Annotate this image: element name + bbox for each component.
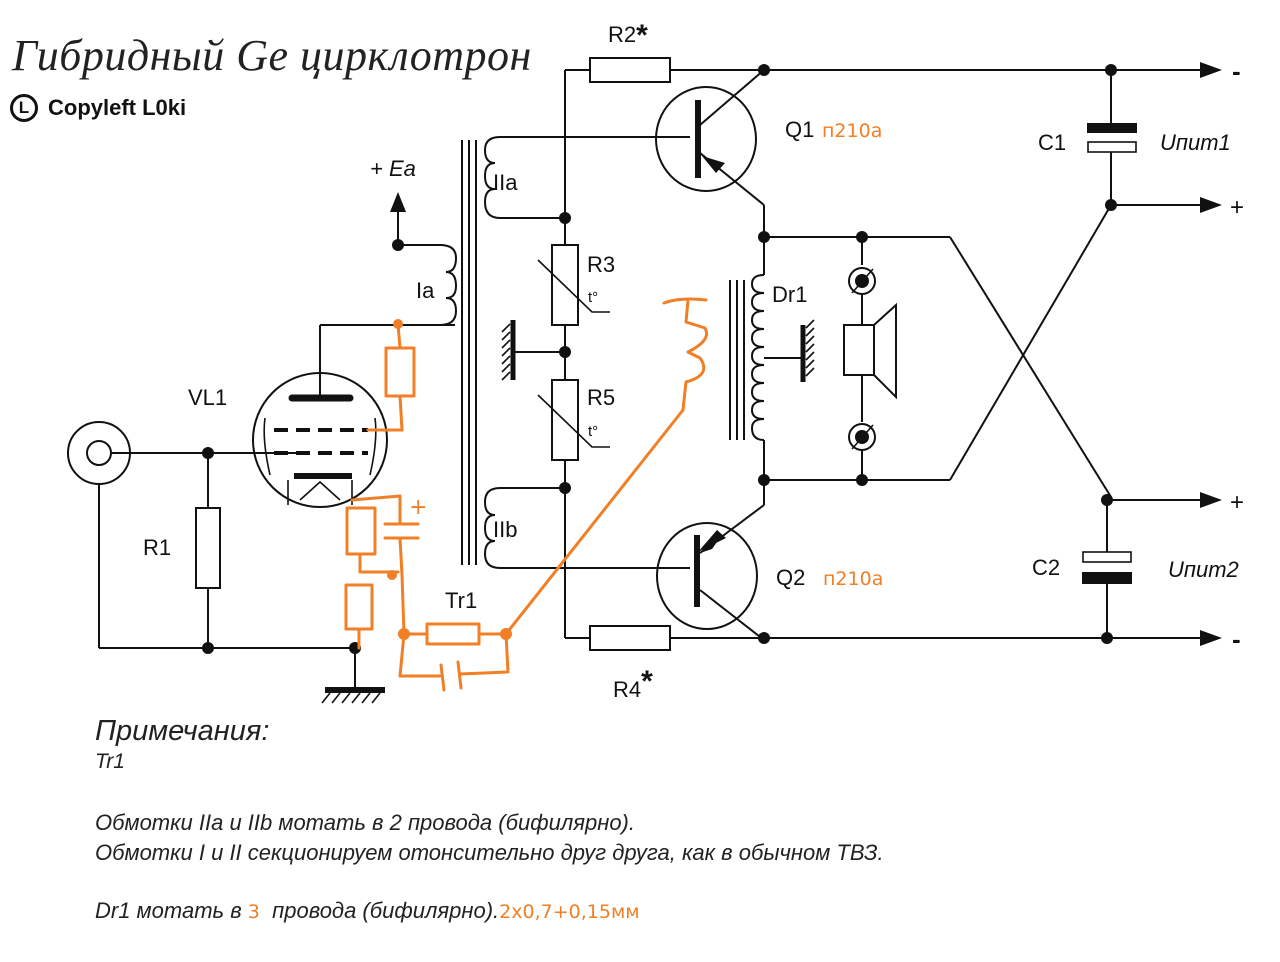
label-ia: Ia bbox=[416, 278, 435, 303]
label-q2-type: п210а bbox=[823, 568, 883, 590]
label-upit2-minus: - bbox=[1232, 624, 1241, 654]
label-iia: IIa bbox=[493, 170, 518, 195]
label-r1: R1 bbox=[143, 535, 171, 560]
thermistor-r3 bbox=[537, 244, 610, 326]
note-line-3-wire: 2х0,7+0,15мм bbox=[499, 901, 640, 923]
copyleft-text: Copyleft L0ki bbox=[48, 95, 187, 120]
ea-supply bbox=[390, 192, 440, 251]
label-r5-temp: t° bbox=[588, 423, 598, 440]
transistor-q1 bbox=[655, 69, 765, 237]
tube-vl1 bbox=[252, 325, 388, 508]
label-tr1: Tr1 bbox=[445, 588, 477, 613]
label-r4: R4* bbox=[613, 665, 653, 702]
label-r2: R2* bbox=[608, 19, 648, 52]
speaker bbox=[843, 237, 897, 480]
copyleft-icon: L bbox=[10, 94, 38, 122]
resistor-r2 bbox=[589, 57, 1222, 83]
resistor-r4 bbox=[589, 625, 1222, 651]
label-vl1: VL1 bbox=[188, 385, 227, 410]
diagram-title: Гибридный Ge цирклотрон bbox=[12, 31, 532, 80]
label-upit1: Uпит1 bbox=[1160, 130, 1231, 155]
note-line-2: Обмотки I и II секционируем отонсительно… bbox=[95, 840, 884, 865]
label-iib: IIb bbox=[493, 517, 517, 542]
label-upit1-plus: + bbox=[1230, 194, 1244, 221]
note-line-1: Обмотки IIa и IIb мотать в 2 провода (би… bbox=[95, 810, 635, 835]
output-wiring bbox=[758, 204, 1112, 505]
note-line-3-suffix: провода (бифилярно). bbox=[259, 898, 500, 923]
transformer-core bbox=[461, 140, 477, 565]
annotation-cathode-network bbox=[344, 494, 420, 650]
label-q1: Q1 bbox=[785, 117, 814, 142]
notes-heading: Примечания: bbox=[95, 715, 270, 747]
thermistor-r5 bbox=[537, 379, 610, 461]
transistor-q2 bbox=[655, 504, 765, 641]
ground-symbol bbox=[321, 687, 385, 704]
label-c2: C2 bbox=[1032, 555, 1060, 580]
note-line-3: Dr1 мотать в 3 провода (бифилярно).2х0,7… bbox=[95, 896, 884, 927]
winding-iib bbox=[483, 487, 690, 569]
annotation-cap-plus: + bbox=[409, 495, 427, 520]
label-r5: R5 bbox=[587, 385, 615, 410]
resistor-r1 bbox=[195, 453, 221, 648]
copyleft-notice: L Copyleft L0ki bbox=[10, 94, 186, 122]
label-q1-type: п210а bbox=[822, 120, 882, 142]
label-dr1: Dr1 bbox=[772, 282, 807, 307]
note-line-3-count: 3 bbox=[247, 901, 260, 923]
label-upit1-minus: - bbox=[1232, 56, 1241, 86]
note-line-3-prefix: Dr1 мотать в bbox=[95, 898, 248, 923]
label-c1: C1 bbox=[1038, 130, 1066, 155]
label-q2: Q2 bbox=[776, 565, 805, 590]
annotation-screen-resistor bbox=[366, 319, 416, 432]
label-r3-temp: t° bbox=[588, 289, 598, 306]
notes-subheading: Tr1 bbox=[95, 750, 125, 773]
notes-section: Примечания: Tr1 Обмотки IIa и IIb мотать… bbox=[95, 715, 884, 927]
label-upit2: Uпит2 bbox=[1168, 557, 1239, 582]
capacitor-c1 bbox=[1087, 70, 1222, 213]
winding-ia bbox=[439, 244, 458, 326]
annotation-feedback-network bbox=[398, 297, 709, 692]
label-upit2-plus: + bbox=[1230, 489, 1244, 516]
label-ea: + Ea bbox=[370, 156, 416, 181]
input-wiring bbox=[98, 447, 361, 690]
label-r3: R3 bbox=[587, 252, 615, 277]
secondary-bus bbox=[559, 69, 690, 639]
winding-iia bbox=[483, 136, 565, 219]
chassis-ground-mid bbox=[501, 320, 565, 381]
capacitor-c2 bbox=[1082, 492, 1222, 638]
choke-dr1 bbox=[729, 274, 815, 441]
